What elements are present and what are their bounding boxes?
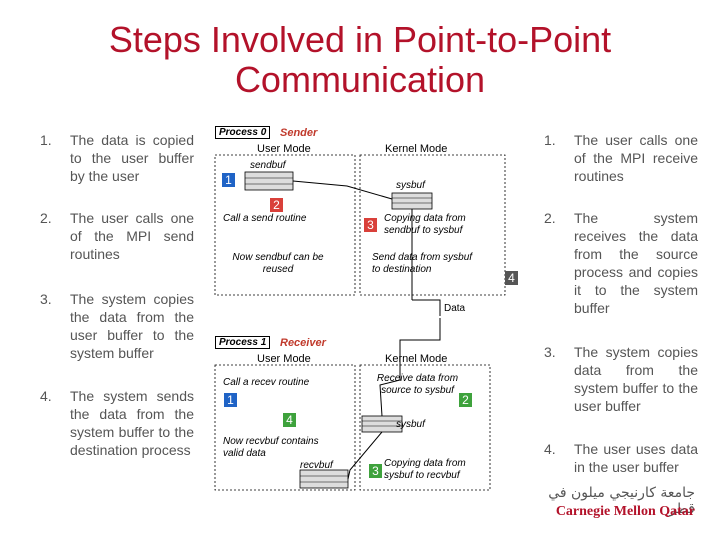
sender-badge-3: 3 [364,218,377,232]
now-contains-text: Now recvbuf contains valid data [223,436,319,459]
call-recv-text: Call a recev routine [223,377,310,388]
receiver-badge-4: 4 [283,413,296,427]
list-text: The system sends the data from the syste… [70,388,194,458]
send-data-text: Send data from sysbuf to destination [372,252,473,275]
list-number: 4. [544,441,556,457]
sysbuf-sender-label: sysbuf [396,180,425,191]
left-list-item-3: 3. The system copies the data from the u… [40,290,200,370]
list-text: The data is copied to the user buffer by… [70,132,194,184]
right-list-item-2: 2. The system receives the data from the… [544,209,704,319]
list-number: 1. [40,132,52,148]
list-number: 4. [40,388,52,404]
left-list-item-2: 2. The user calls one of the MPI send ro… [40,209,200,269]
sender-badge-4: 4 [505,271,518,285]
data-label: Data [444,303,466,314]
right-list-item-4: 4. The user uses data in the user buffer [544,440,704,500]
right-list-item-3: 3. The system copies data from the syste… [544,343,704,418]
receive-data-text: Receive data from source to sysbuf [376,373,459,396]
list-number: 2. [544,210,556,226]
now-reused-text: Now sendbuf can be reused [232,252,324,275]
list-number: 1. [544,132,556,148]
receiver-badge-2: 2 [459,393,472,407]
receiver-kernel-mode: Kernel Mode [385,353,448,365]
sender-badge-2: 2 [270,198,283,212]
copying-receiver-text: Copying data from sysbuf to recvbuf [384,458,466,481]
sender-kernel-mode: Kernel Mode [385,143,448,155]
logo-arabic: جامعة كارنيجي ميلون في قطر [548,485,695,517]
page-title: Steps Involved in Point-to-Point Communi… [108,19,612,100]
copying-sender-text: Copying data from sendbuf to sysbuf [384,213,466,236]
receiver-badge-3: 3 [369,464,382,478]
receiver-badge-1: 1 [224,393,237,407]
right-list-item-1: 1. The user calls one of the MPI receive… [544,131,704,191]
list-text: The system copies the data from the user… [70,291,194,361]
process-0-box: Process 0 [215,126,271,139]
list-number: 3. [544,344,556,360]
sender-badge-1: 1 [222,173,235,187]
sendbuf-label: sendbuf [250,160,286,171]
sender-label: Sender [280,127,318,139]
list-text: The user uses data in the user buffer [574,441,698,475]
list-number: 2. [40,210,52,226]
list-text: The user calls one of the MPI send routi… [70,210,194,262]
receiver-label: Receiver [280,337,326,349]
recvbuf-label: recvbuf [300,460,333,471]
call-send-text: Call a send routine [223,213,307,224]
left-list-item-1: 1. The data is copied to the user buffer… [40,131,200,191]
sysbuf-receiver-label: sysbuf [396,419,425,430]
process-1-box: Process 1 [215,336,271,349]
list-number: 3. [40,291,52,307]
logo-text: Carnegie Mellon Qatar [555,504,695,519]
sender-user-mode: User Mode [257,143,311,155]
list-text: The system receives the data from the so… [574,210,698,316]
receiver-user-mode: User Mode [257,353,311,365]
list-text: The user calls one of the MPI receive ro… [574,132,698,184]
left-list-item-4: 4. The system sends the data from the sy… [40,387,200,477]
list-text: The system copies data from the system b… [574,344,698,414]
